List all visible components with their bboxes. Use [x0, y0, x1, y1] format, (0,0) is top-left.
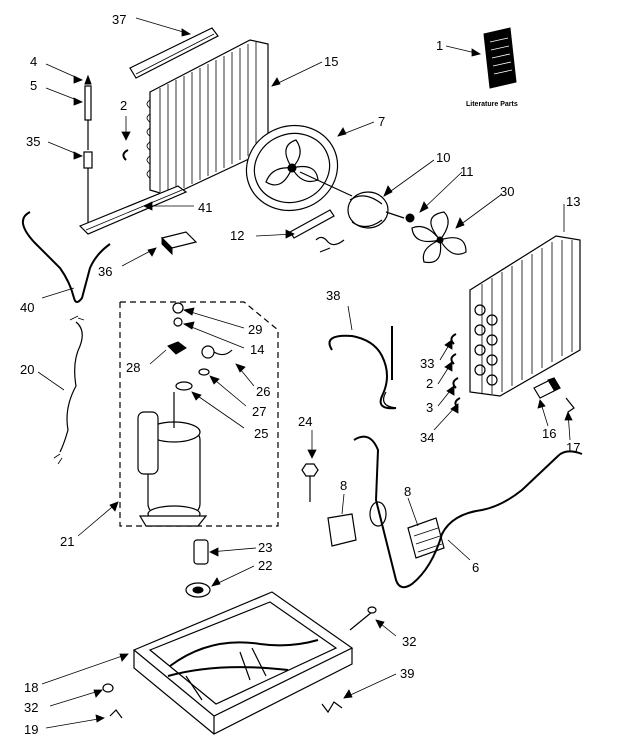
part-26-grommet: [198, 368, 210, 376]
part-19-clip: [109, 709, 123, 719]
callout-33: 33: [420, 356, 434, 371]
part-33-2-3-34-clips: [450, 333, 461, 409]
callout-17: 17: [566, 440, 580, 455]
callout-2-right: 2: [426, 376, 433, 391]
part-8-pad-right: [407, 517, 445, 559]
callout-8-right: 8: [404, 484, 411, 499]
callout-32-right: 32: [402, 634, 416, 649]
callout-36: 36: [98, 264, 112, 279]
callout-16: 16: [542, 426, 556, 441]
part-29-cap: [172, 302, 184, 327]
callout-35: 35: [26, 134, 40, 149]
part-10-motor: [299, 171, 405, 229]
part-16-thermostat: [533, 377, 561, 399]
part-22-grommet: [185, 582, 211, 598]
callout-4: 4: [30, 54, 37, 69]
literature-label: Literature Parts: [466, 101, 518, 108]
part-2-clip: [122, 149, 129, 161]
callout-20: 20: [20, 362, 34, 377]
callout-39: 39: [400, 666, 414, 681]
part-28-terminal: [167, 341, 187, 355]
leader-lines: [37, 17, 573, 729]
part-39-clip: [321, 701, 343, 714]
part-20-wire-ends: [53, 315, 85, 465]
callout-19: 19: [24, 722, 38, 737]
part-14-overload: [201, 345, 233, 359]
callout-21: 21: [60, 534, 74, 549]
part-38-probe: [383, 326, 397, 409]
callout-labels: 37 15 4 5 2 35 41 1 7 10 11 30 13 12 36 …: [20, 12, 580, 737]
callout-3: 3: [426, 400, 433, 415]
callout-24: 24: [298, 414, 312, 429]
part-13-evaporator-coil: [469, 235, 581, 397]
part-11-nut: [405, 213, 415, 223]
part-23-spacer: [193, 539, 209, 565]
part-4-5-35-valve: [83, 74, 93, 225]
callout-40: 40: [20, 300, 34, 315]
callout-27: 27: [252, 404, 266, 419]
callout-7: 7: [378, 114, 385, 129]
callout-1: 1: [436, 38, 443, 53]
callout-23: 23: [258, 540, 272, 555]
part-25-compressor: [137, 392, 208, 527]
part-32-screw-right: [349, 606, 377, 631]
callout-5: 5: [30, 78, 37, 93]
part-40-tube: [22, 211, 111, 303]
callout-29: 29: [248, 322, 262, 337]
callout-28: 28: [126, 360, 140, 375]
callout-13: 13: [566, 194, 580, 209]
callout-22: 22: [258, 558, 272, 573]
callout-11: 11: [460, 164, 474, 179]
callout-41: 41: [198, 200, 212, 215]
callout-25: 25: [254, 426, 268, 441]
callout-30: 30: [500, 184, 514, 199]
part-30-fan-blade: [411, 211, 467, 264]
part-27-washer: [175, 381, 193, 391]
callout-6: 6: [472, 560, 479, 575]
callout-8-left: 8: [340, 478, 347, 493]
part-36-block: [160, 231, 198, 256]
callout-14: 14: [250, 342, 264, 357]
part-12-mount: [289, 209, 345, 253]
part-21-compressor-box: [119, 301, 279, 527]
part-7-fan-shroud: [245, 124, 339, 212]
part-18-base-pan: [132, 591, 354, 735]
callout-15: 15: [324, 54, 338, 69]
callout-2-top: 2: [120, 98, 127, 113]
callout-32-left: 32: [24, 700, 38, 715]
part-1-literature: Literature Parts: [466, 27, 518, 108]
part-17-clip: [565, 397, 575, 413]
part-24-nut: [301, 463, 319, 502]
part-6-tube: [353, 435, 583, 589]
callout-34: 34: [420, 430, 434, 445]
part-38-tube: [328, 334, 397, 410]
part-8-pad-left: [327, 513, 357, 547]
callout-12: 12: [230, 228, 244, 243]
part-20-wire-harness: [59, 321, 83, 453]
part-41-bracket: [78, 185, 188, 235]
callout-38: 38: [326, 288, 340, 303]
part-37-bracket: [129, 27, 219, 79]
callout-18: 18: [24, 680, 38, 695]
callout-26: 26: [256, 384, 270, 399]
callout-37: 37: [112, 12, 126, 27]
callout-10: 10: [436, 150, 450, 165]
part-32-screw-left: [102, 683, 114, 693]
